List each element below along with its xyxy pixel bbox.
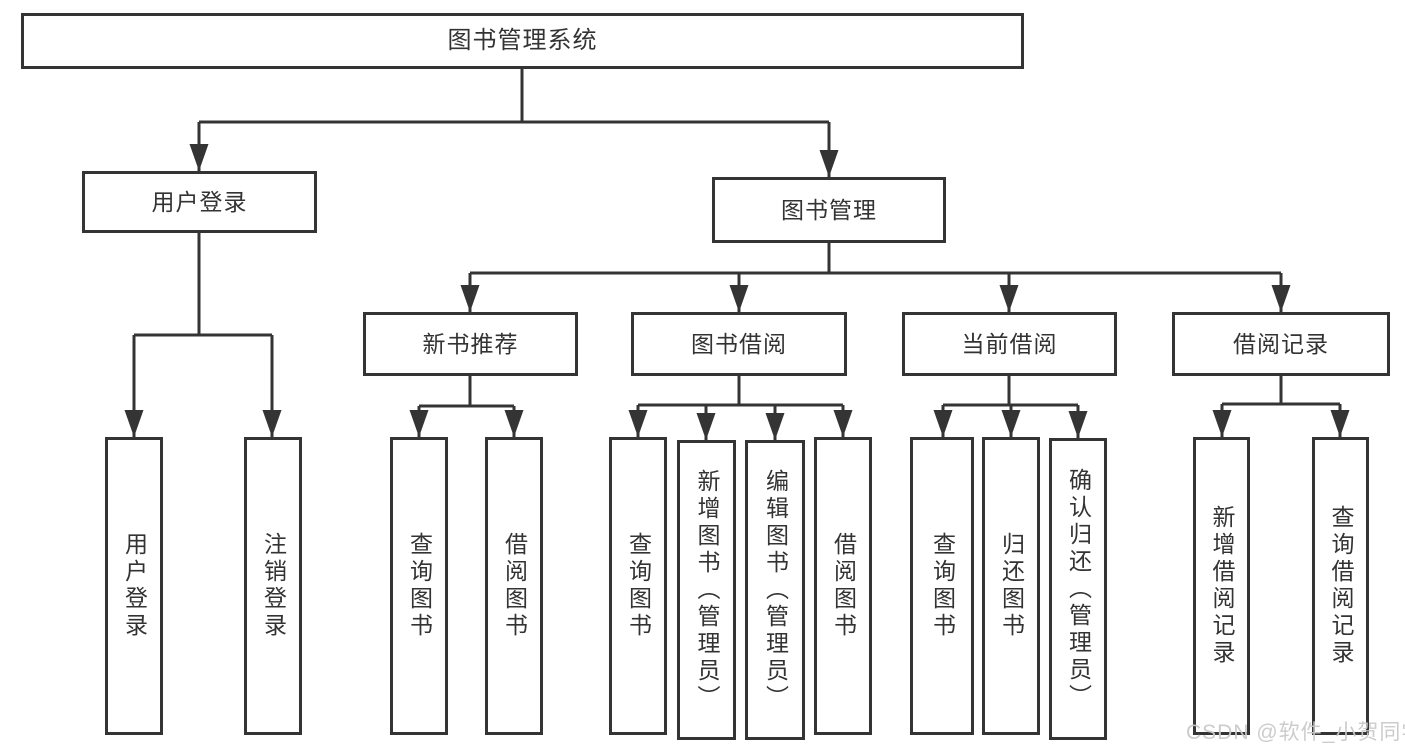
- node-book-management: 图书管理: [712, 177, 946, 243]
- watermark-text: CSDN @软件_小贺同学: [1186, 721, 1405, 744]
- leaf-current-confirm-return-admin: 确认归还（管理员）: [1049, 438, 1107, 740]
- leaf-borrowing-add-books-admin: 新增图书（管理员）: [677, 440, 736, 740]
- connector-user-login-trunk: [134, 233, 272, 337]
- node-book-borrowing: 图书借阅: [631, 312, 847, 376]
- connector-new-book-trunk: [419, 376, 514, 408]
- connector-borrow-records-trunk: [1222, 376, 1340, 406]
- node-current-borrowing: 当前借阅: [902, 312, 1117, 376]
- node-root: 图书管理系统: [21, 13, 1024, 69]
- leaf-newbook-query-books: 查询图书: [390, 437, 448, 735]
- connector-current-borrowing-trunk: [943, 376, 1078, 407]
- leaf-user-login: 用户登录: [105, 437, 163, 735]
- leaf-borrowing-edit-books-admin: 编辑图书（管理员）: [745, 440, 805, 740]
- leaf-newbook-borrow-books: 借阅图书: [485, 437, 543, 735]
- leaf-records-add-record: 新增借阅记录: [1193, 437, 1250, 735]
- leaf-current-return-books: 归还图书: [982, 437, 1040, 735]
- leaf-borrowing-query-books: 查询图书: [609, 437, 667, 735]
- node-new-book-recommend: 新书推荐: [363, 312, 578, 376]
- leaf-current-query-books: 查询图书: [910, 437, 974, 735]
- leaf-logout: 注销登录: [244, 437, 302, 735]
- node-user-login: 用户登录: [82, 171, 317, 233]
- leaf-records-query-record: 查询借阅记录: [1312, 437, 1369, 735]
- leaf-borrowing-borrow-books: 借阅图书: [814, 437, 872, 735]
- node-borrowing-records: 借阅记录: [1172, 312, 1390, 376]
- connector-root-trunk: [199, 69, 829, 124]
- connector-book-borrowing-trunk: [638, 376, 843, 407]
- connector-book-management-trunk: [470, 243, 1281, 275]
